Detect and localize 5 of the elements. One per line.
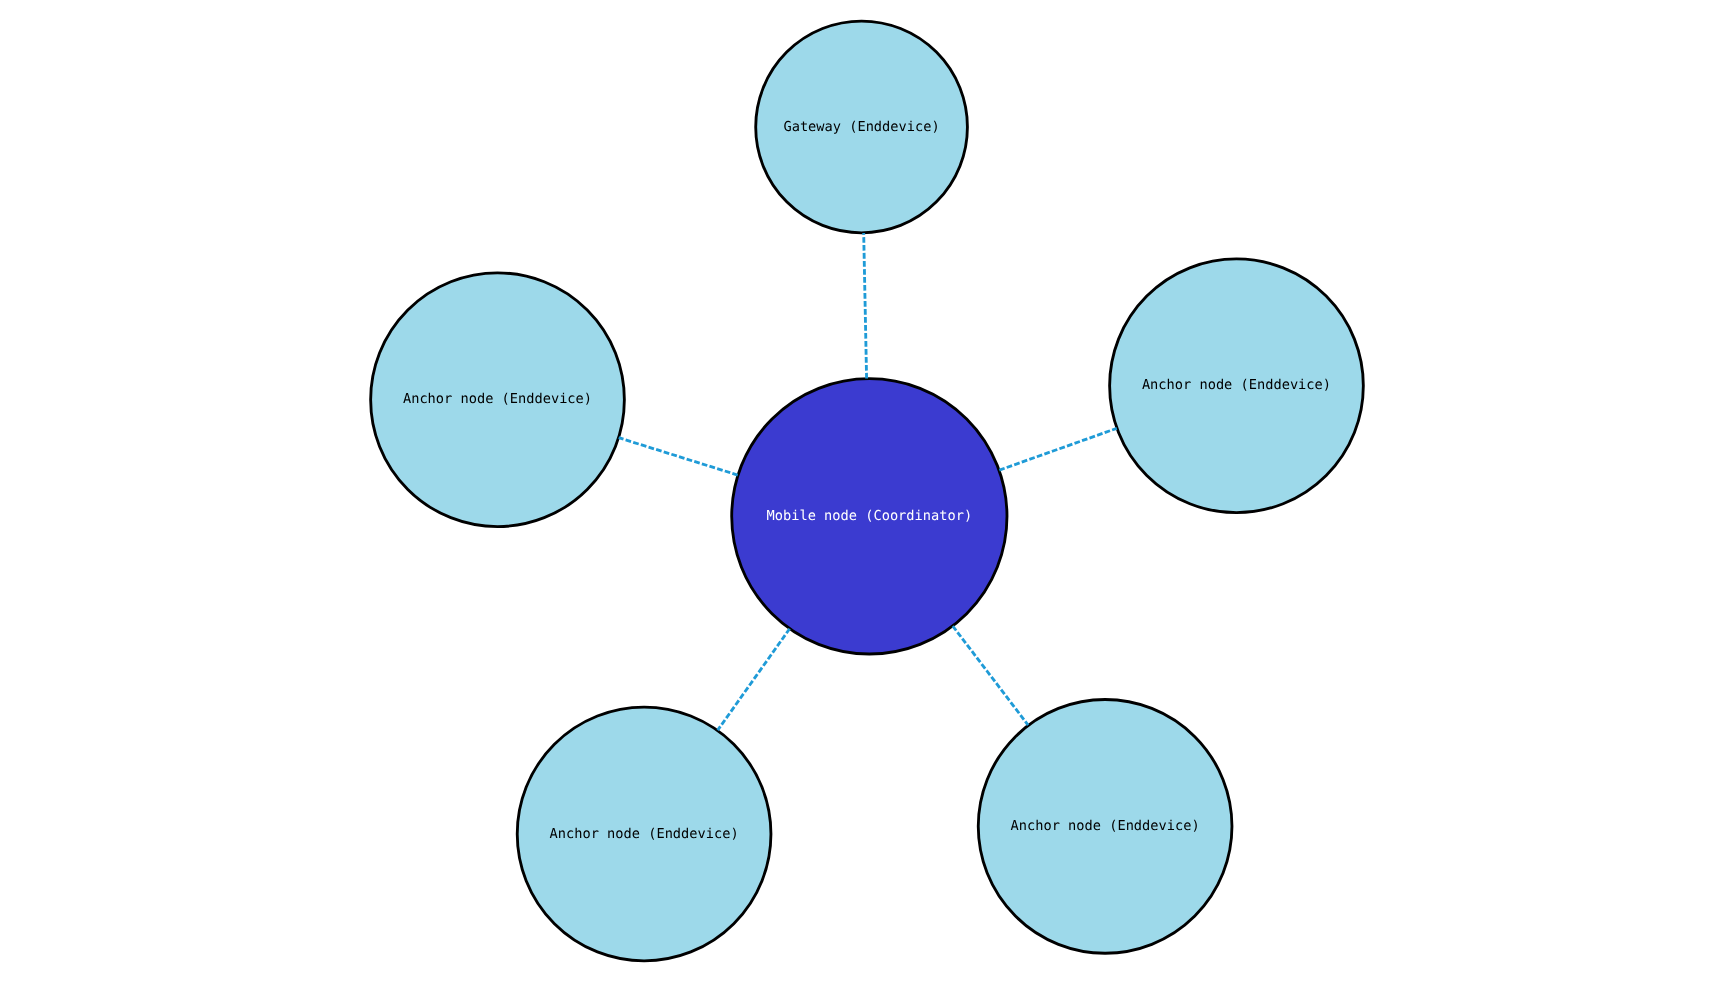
connector [998, 427, 1118, 472]
connector [716, 627, 791, 731]
connector [951, 625, 1030, 726]
connector [862, 233, 868, 379]
connector [618, 436, 739, 477]
